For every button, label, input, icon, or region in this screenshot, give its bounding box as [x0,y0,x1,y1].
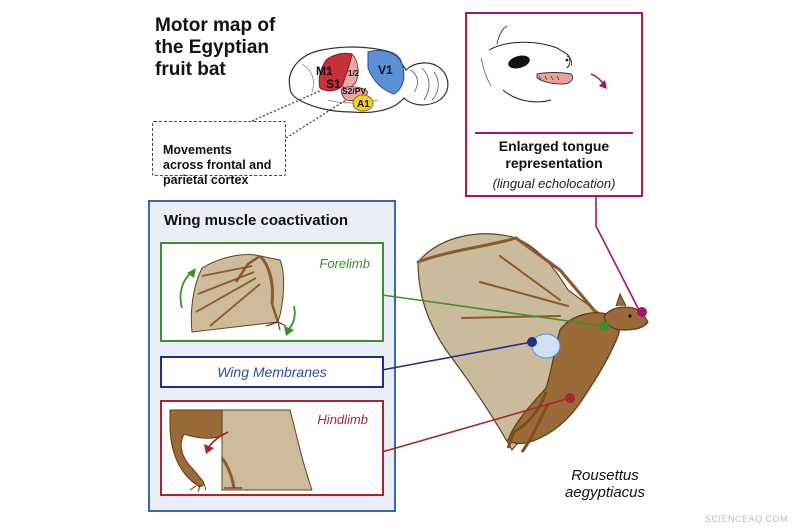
brain-motor-map: M1 S1 1/2 S2/PV A1 V1 [288,46,449,114]
wing-coactivation-panel: Wing muscle coactivation Forelimb Wing M… [148,200,396,512]
tongue-panel-divider [475,132,633,134]
a1-region [352,94,374,112]
tongue-panel: Enlarged tongue representation (lingual … [465,12,643,197]
a1-label: A1 [357,99,370,110]
v1-label: V1 [378,63,393,77]
bat-head [603,306,649,331]
tongue-connector [595,197,641,313]
hindlimb-illustration [169,409,313,493]
m1-label: M1 [316,64,333,78]
watermark: SCIENCEAQ.COM [704,514,788,524]
wing-membranes-box: Wing Membranes [160,356,384,388]
forelimb-connector [381,294,605,327]
tongue-dot [637,307,647,317]
v1-region [367,50,405,95]
hindlimb-dot [565,393,575,403]
hindlimb-connector [381,397,571,453]
forelimb-dot [599,321,609,331]
forelimb-label: Forelimb [319,256,370,271]
wing-membranes-label: Wing Membranes [217,364,327,380]
tongue-panel-subtitle: (lingual echolocation) [492,176,616,191]
membranes-dot [527,337,537,347]
cortex-note: Movements across frontal and parietal co… [152,121,286,187]
membrane-highlight [531,333,561,359]
species-name: Rousettus aegyptiacus [564,467,646,501]
figure-title: Motor map of the Egyptian fruit bat [155,15,276,80]
s12-label: 1/2 [348,69,360,78]
s2pv-label: S2/PV [342,86,366,96]
forelimb-box: Forelimb [160,242,384,342]
cortex-note-text: Movements across frontal and parietal co… [163,143,272,187]
tongue-panel-title: Enlarged tongue representation [498,138,610,171]
bat-wing-bones [416,236,606,324]
bat-head-illustration [480,25,607,103]
hindlimb-box: Hindlimb [160,400,384,496]
wing-panel-title: Wing muscle coactivation [164,212,349,229]
s1-label: S1 [326,77,341,91]
bat-legs [506,391,550,453]
forelimb-illustration [179,254,296,336]
hindlimb-label: Hindlimb [317,412,368,427]
membranes-connector [381,341,533,371]
